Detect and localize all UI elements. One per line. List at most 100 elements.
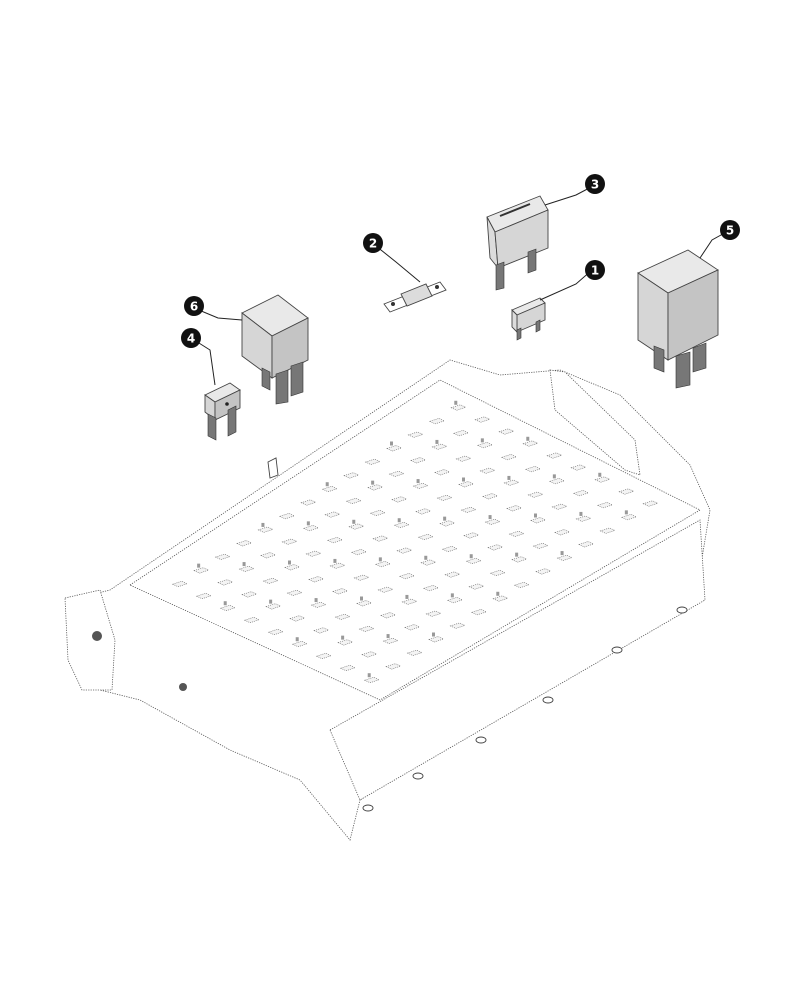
slot-terminal: [314, 598, 318, 603]
slot-terminal: [325, 482, 329, 487]
connector-slot: [193, 567, 210, 574]
connector-slot: [267, 628, 284, 636]
connector-slot: [599, 527, 616, 534]
callout-3-label: 3: [591, 178, 599, 192]
connector-slot: [265, 603, 282, 610]
connector-slot: [551, 503, 568, 510]
connector-slot: [618, 488, 635, 495]
connector-slot: [329, 562, 346, 569]
slot-terminal: [367, 673, 371, 678]
connector-slot: [305, 550, 322, 557]
top-deck: [129, 379, 701, 701]
connector-slot: [262, 577, 279, 584]
connector-slot: [171, 580, 188, 588]
connector-slot: [377, 586, 394, 593]
callout-2-label: 2: [369, 237, 377, 251]
connector-slot: [535, 568, 552, 575]
connector-slot: [575, 515, 592, 522]
connector-slot: [345, 497, 362, 505]
connector-slot: [257, 526, 274, 533]
connector-slot: [281, 538, 298, 545]
connector-slot: [415, 508, 432, 515]
skirt-slots: [362, 606, 688, 812]
slot-terminal: [197, 563, 201, 568]
slot-terminal: [579, 511, 583, 516]
connector-slot: [396, 547, 413, 554]
connector-slot: [385, 663, 402, 670]
slot-terminal: [624, 510, 628, 515]
connector-slot: [313, 627, 330, 634]
slot-terminal: [386, 634, 390, 639]
slot-terminal: [390, 441, 393, 446]
slot-terminal: [405, 594, 409, 599]
connector-slot: [238, 565, 255, 572]
leader-2: [375, 245, 421, 283]
slot-terminal: [534, 513, 537, 518]
connector-slot: [339, 664, 356, 672]
connector-slot: [324, 511, 341, 518]
callout-3: 3: [585, 174, 605, 194]
connector-slot: [594, 476, 611, 483]
slot-terminal: [360, 596, 363, 601]
connector-slot: [315, 652, 332, 660]
connector-slot: [260, 552, 277, 559]
connector-slot: [343, 472, 360, 479]
slot-terminal: [269, 599, 273, 604]
slot-terminal: [552, 474, 556, 479]
connector-slot: [337, 639, 354, 646]
connector-slot: [417, 533, 434, 541]
strip-fuse: [383, 281, 447, 313]
connector-slot: [391, 496, 408, 503]
slot-terminal: [462, 477, 465, 482]
connector-slot: [578, 541, 595, 548]
leader-1: [539, 269, 593, 301]
connector-slot: [484, 518, 501, 525]
connector-slot: [447, 597, 464, 604]
connector-slot: [482, 493, 499, 500]
connector-slot: [327, 537, 344, 544]
connector-slot: [420, 559, 437, 566]
connector-slot: [423, 585, 440, 592]
slot-terminal: [416, 479, 420, 484]
connector-slot: [380, 612, 397, 619]
connector-slot: [369, 509, 386, 517]
connector-slot: [401, 598, 418, 605]
connector-slot: [498, 428, 515, 435]
callout-5-label: 5: [726, 224, 734, 238]
connector-slot: [458, 481, 475, 488]
connector-slot: [404, 624, 421, 631]
connector-slot: [434, 469, 451, 476]
connector-slot: [621, 514, 638, 521]
connector-slot: [308, 576, 325, 583]
connector-slot: [503, 479, 520, 486]
connector-slot: [310, 601, 327, 608]
connector-slot: [243, 616, 260, 624]
connector-slot: [303, 525, 320, 532]
relay-large: [637, 249, 719, 389]
connector-slot: [300, 499, 317, 506]
callout-1: 1: [585, 260, 605, 280]
slot-terminal: [288, 560, 291, 565]
slot-terminal: [397, 518, 401, 523]
connector-slot: [351, 549, 368, 556]
connector-slot: [549, 478, 566, 485]
connector-slot: [513, 581, 530, 589]
connector-slot: [406, 649, 423, 656]
connector-slot: [367, 484, 384, 491]
connector-slot: [530, 517, 547, 524]
connector-slot: [241, 591, 258, 598]
side-bolt-hole: [179, 683, 187, 691]
connector-slot: [477, 442, 494, 449]
slot-terminal: [295, 637, 299, 642]
connector-slot: [450, 404, 467, 411]
connector-slot: [479, 467, 496, 474]
connector-slot: [597, 502, 614, 509]
connector-slot: [428, 636, 445, 643]
connector-slot: [506, 505, 523, 512]
connector-slot: [429, 418, 446, 425]
relay-small: [241, 294, 309, 405]
connector-slot: [372, 535, 389, 542]
fuse-box-housing: [64, 359, 711, 841]
slot-terminal: [507, 475, 511, 480]
connector-slot: [460, 506, 477, 513]
